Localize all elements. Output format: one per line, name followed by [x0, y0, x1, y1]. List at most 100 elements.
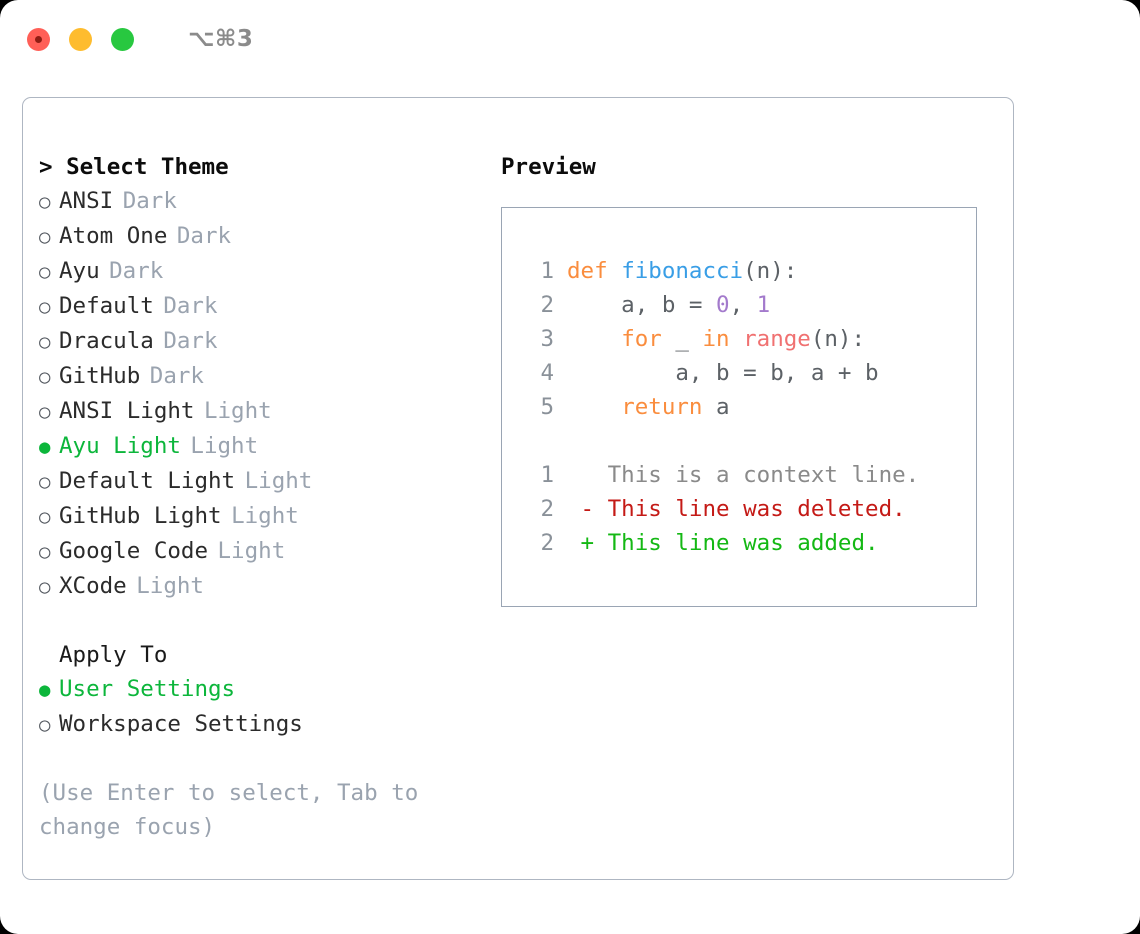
code-token: ,	[729, 292, 757, 318]
radio-unselected-icon: ○	[39, 366, 51, 388]
code-line: 2 a, b = 0, 1	[524, 288, 976, 322]
code-spacer	[524, 424, 976, 458]
code-token: fibonacci	[621, 258, 744, 284]
theme-option-variant-tag: Light	[203, 398, 272, 424]
diff-content: This line was added.	[607, 530, 879, 556]
diff-line-text: + This line was added.	[567, 526, 879, 560]
code-line-text: a, b = b, a + b	[567, 356, 878, 390]
theme-option-label: ANSI	[59, 188, 114, 214]
code-line-text: def fibonacci(n):	[567, 254, 797, 288]
theme-option-label: Default	[59, 293, 154, 319]
theme-option[interactable]: ● Ayu Light Light	[39, 429, 479, 464]
apply-to-option[interactable]: ●User Settings	[39, 672, 479, 707]
theme-option-variant-tag: Dark	[163, 328, 218, 354]
theme-option-variant-tag: Light	[231, 503, 299, 529]
theme-option-variant-tag: Light	[136, 573, 204, 599]
select-theme-heading-label: Select Theme	[66, 154, 229, 180]
radio-unselected-icon: ○	[39, 541, 51, 563]
code-token: 1	[756, 292, 771, 318]
keyboard-shortcut-label: ⌥⌘3	[188, 26, 254, 52]
radio-unselected-icon: ○	[39, 576, 51, 598]
theme-option[interactable]: ○ Google Code Light	[39, 534, 479, 569]
diff-marker: +	[567, 530, 608, 556]
code-token: for	[621, 326, 662, 352]
code-line-text: return a	[567, 390, 730, 424]
radio-unselected-icon: ○	[39, 191, 51, 213]
theme-option-label: Ayu	[59, 258, 100, 284]
code-line: 3 for _ in range(n):	[524, 322, 976, 356]
diff-line-text: This is a context line.	[567, 458, 920, 492]
theme-option-variant-tag: Dark	[163, 293, 218, 319]
code-line: 1 def fibonacci(n):	[524, 254, 976, 288]
theme-option-label: Ayu Light	[59, 433, 181, 459]
line-number: 4	[540, 360, 554, 386]
diff-line: 2 - This line was deleted.	[524, 492, 976, 526]
theme-option-label: ANSI Light	[59, 398, 195, 424]
radio-selected-icon: ●	[39, 679, 51, 701]
zoom-button[interactable]	[111, 27, 134, 51]
theme-option-label: Dracula	[59, 328, 154, 354]
line-number: 1	[540, 258, 554, 284]
diff-content: This is a context line.	[607, 462, 920, 488]
preview-heading: Preview	[501, 154, 596, 180]
diff-line: 1 This is a context line.	[524, 458, 976, 492]
code-token	[730, 326, 744, 352]
close-button[interactable]	[27, 27, 50, 51]
code-line-text: for _ in range(n):	[567, 322, 865, 356]
code-line-text: a, b = 0, 1	[567, 288, 770, 322]
diff-line: 2 + This line was added.	[524, 526, 976, 560]
code-token: a, b =	[567, 292, 717, 318]
code-line: 4 a, b = b, a + b	[524, 356, 976, 390]
diff-marker: -	[567, 496, 608, 522]
theme-option[interactable]: ○ GitHub Dark	[39, 359, 479, 394]
theme-option-label: GitHub	[59, 363, 141, 389]
radio-selected-icon: ●	[39, 436, 51, 458]
diff-line-text: - This line was deleted.	[567, 492, 906, 526]
code-token: in	[702, 326, 730, 352]
spacer	[39, 604, 479, 638]
radio-unselected-icon: ○	[39, 714, 51, 736]
code-line: 5 return a	[524, 390, 976, 424]
line-number: 2	[540, 530, 554, 556]
code-token: return	[621, 394, 703, 420]
theme-option-label: Atom One	[59, 223, 168, 249]
theme-option-variant-tag: Light	[190, 433, 259, 459]
code-token	[567, 394, 621, 420]
theme-option-variant-tag: Dark	[149, 363, 204, 389]
radio-unselected-icon: ○	[39, 471, 51, 493]
apply-to-heading: Apply To	[59, 642, 168, 668]
theme-option-label: GitHub Light	[59, 503, 222, 529]
code-token: a	[702, 394, 730, 420]
minimize-button[interactable]	[69, 27, 92, 51]
theme-option-label: Default Light	[59, 468, 236, 494]
theme-option-variant-tag: Dark	[176, 223, 232, 249]
diff-marker	[567, 462, 608, 488]
apply-to-option[interactable]: ○Workspace Settings	[39, 707, 479, 742]
caret-icon: >	[39, 154, 53, 180]
theme-option[interactable]: ○ Atom One Dark	[39, 219, 479, 254]
theme-option-variant-tag: Dark	[122, 188, 177, 214]
code-token	[567, 326, 621, 352]
diff-sample: 1 This is a context line.2 - This line w…	[524, 458, 976, 560]
code-token: (n):	[810, 326, 866, 352]
theme-option-variant-tag: Light	[217, 538, 286, 564]
line-number: 3	[540, 326, 554, 352]
code-token: def	[567, 258, 622, 284]
theme-option[interactable]: ○ ANSI Dark	[39, 184, 479, 219]
line-number: 1	[540, 462, 554, 488]
code-token: (n):	[743, 258, 798, 284]
diff-content: This line was deleted.	[607, 496, 906, 522]
radio-unselected-icon: ○	[39, 226, 51, 248]
theme-option-label: Google Code	[59, 538, 209, 564]
